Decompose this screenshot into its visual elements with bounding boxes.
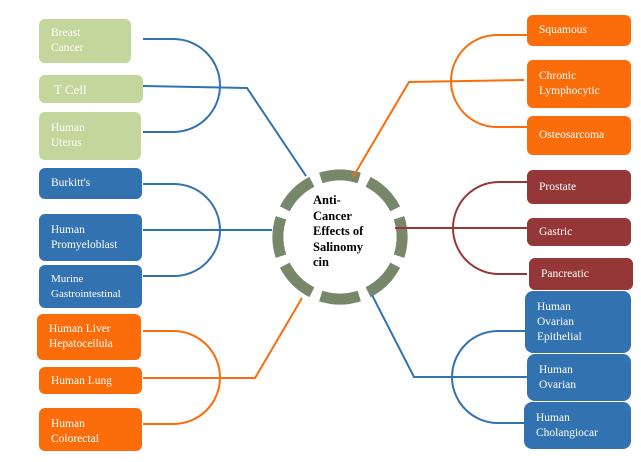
ring-segment (393, 216, 408, 258)
node-label: Human (539, 363, 573, 376)
center-ring (272, 169, 408, 305)
node-human-liver: Human Liver Hepatocellula (37, 314, 141, 360)
node-breast-cancer: Breast Cancer (39, 19, 131, 63)
node-human-ovarian-epithelial: Human Ovarian Epithelial (525, 291, 631, 353)
left-bottom-stem (143, 297, 303, 379)
left-top-bracket (143, 38, 221, 133)
right-bottom-stem (371, 294, 527, 378)
node-label: Epithelial (537, 330, 582, 343)
node-label: Ovarian (539, 378, 577, 391)
node-label: Gastrointestinal (51, 287, 121, 300)
node-label: Ovarian (537, 315, 575, 328)
node-label: Squamous (539, 24, 587, 36)
node-squamous: Squamous (527, 15, 631, 46)
node-pancreatic: Pancreatic (529, 258, 633, 290)
center-title-line: Effects of (313, 224, 364, 238)
node-human-promyeloblast: Human Promyeloblast (39, 214, 142, 261)
ring-segment (319, 290, 361, 305)
node-osteosarcoma: Osteosarcoma (527, 116, 631, 155)
node-t-cell: T Cell (39, 75, 143, 103)
node-label: Human (51, 417, 85, 430)
ring-segment (272, 216, 287, 258)
node-label: Lymphocytic (539, 85, 600, 97)
node-human-ovarian: Human Ovarian (527, 354, 631, 401)
ring-segment (365, 176, 401, 212)
center-title-line: Salinomy (313, 239, 364, 254)
node-burkitts: Burkitt's (39, 168, 142, 199)
node-human-colorectal: Human Colorectal (39, 408, 142, 451)
node-murine-gastrointestinal: Murine Gastrointestinal (39, 265, 142, 308)
node-label: Human Liver (49, 323, 111, 335)
node-label: Colorectal (51, 432, 99, 445)
node-label: Breast (51, 27, 81, 39)
node-label: Human Lung (51, 375, 113, 387)
node-gastric: Gastric (527, 218, 631, 246)
ring-segment (279, 176, 315, 212)
node-label: Promyeloblast (51, 238, 118, 251)
connectors (142, 34, 527, 425)
node-label: Hepatocellula (49, 338, 113, 350)
node-label: Gastric (539, 225, 573, 238)
node-label: Human (51, 223, 85, 236)
ring-segment (279, 262, 315, 298)
node-human-lung: Human Lung (39, 367, 142, 394)
node-prostate: Prostate (527, 170, 631, 204)
node-label: Uterus (51, 137, 82, 149)
node-human-cholangiocar: Human Cholangiocar (524, 402, 631, 449)
node-label: Murine (51, 272, 84, 285)
node-label: Cholangiocar (536, 426, 598, 439)
right-top-stem (352, 79, 525, 178)
node-human-uterus: Human Uterus (39, 112, 141, 160)
center-title: Anti- Cancer Effects of Salinomy cin (313, 193, 393, 271)
node-label: T Cell (54, 81, 87, 97)
ring-segment (319, 169, 361, 184)
center-title-line: Cancer (313, 208, 352, 223)
node-label: Cancer (51, 42, 84, 54)
node-label: Burkitt's (51, 177, 91, 189)
center-title-line: cin (313, 255, 329, 269)
node-label: Human (536, 411, 570, 424)
node-label: Human (537, 300, 571, 313)
node-label: Prostate (539, 180, 577, 193)
node-label: Osteosarcoma (539, 129, 605, 141)
node-label: Pancreatic (541, 267, 589, 280)
node-chronic-lymphocytic: Chronic Lymphocytic (527, 60, 631, 108)
node-label: Human (51, 122, 85, 134)
left-top-stem (142, 85, 307, 177)
ring-segment (365, 262, 401, 298)
center-title-line: Anti- (313, 193, 341, 207)
node-label: Chronic (539, 70, 577, 82)
